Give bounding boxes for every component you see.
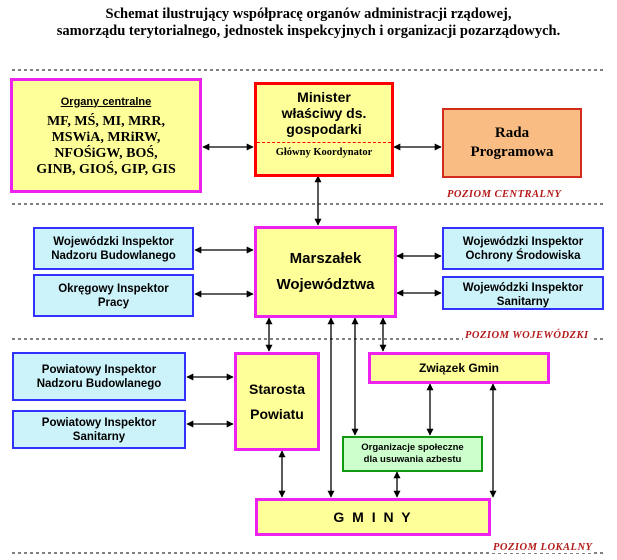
pi-nadzoru-box: Powiatowy Inspektor Nadzoru Budowlanego (12, 352, 186, 401)
minister-line-2: właściwy ds. (281, 105, 367, 121)
wi-nadzoru-box: Wojewódzki Inspektor Nadzoru Budowlanego (33, 227, 194, 270)
wi-sanitarny-box: Wojewódzki Inspektor Sanitarny (442, 276, 604, 310)
title-line-1: Schemat ilustrujący współpracę organów a… (105, 6, 512, 22)
title-line-2: samorządu terytorialnego, jednostek insp… (56, 23, 561, 39)
oi-pracy-line-2: Pracy (97, 296, 130, 309)
starosta-line-1: Starosta (248, 380, 306, 397)
minister-sub: Główny Koordynator (275, 147, 373, 158)
rada-line-1: Rada (494, 125, 530, 141)
pi-sanitarny-line-1: Powiatowy Inspektor (41, 416, 157, 429)
zwiazek-gmin-label: Związek Gmin (418, 361, 500, 375)
oi-pracy-box: Okręgowy Inspektor Pracy (33, 274, 194, 317)
pi-sanitarny-line-2: Sanitarny (72, 430, 126, 443)
starosta-box: Starosta Powiatu (234, 352, 320, 451)
organy-centralne-heading: Organy centralne (60, 95, 152, 108)
wi-nadzoru-line-2: Nadzoru Budowlanego (51, 249, 176, 262)
organizacje-box: Organizacje społeczne dla usuwania azbes… (342, 436, 483, 472)
organy-centralne-box: Organy centralne MF, MŚ, MI, MRR, MSWiA,… (10, 78, 202, 193)
rada-programowa-box: Rada Programowa (442, 108, 582, 178)
wi-sanitarny-line-1: Wojewódzki Inspektor (462, 282, 584, 294)
organy-line-2: MSWiA, MRiRW, (51, 129, 161, 145)
minister-line-3: gospodarki (286, 121, 362, 137)
organizacje-line-2: dla usuwania azbestu (363, 454, 462, 465)
marszalek-line-1: Marszałek (289, 250, 362, 267)
wi-ochrony-line-2: Ochrony Środowiska (465, 249, 581, 262)
wi-sanitarny-line-2: Sanitarny (496, 296, 550, 308)
organy-line-4: GINB, GIOŚ, GIP, GIS (36, 161, 176, 177)
organy-line-1: MF, MŚ, MI, MRR, (46, 113, 166, 129)
marszalek-line-2: Województwa (276, 276, 375, 293)
pi-nadzoru-line-1: Powiatowy Inspektor (41, 363, 157, 376)
zwiazek-gmin-box: Związek Gmin (368, 352, 550, 384)
pi-nadzoru-line-2: Nadzoru Budowlanego (36, 377, 162, 390)
wi-nadzoru-line-1: Wojewódzki Inspektor (53, 235, 174, 248)
wi-ochrony-box: Wojewódzki Inspektor Ochrony Środowiska (442, 227, 604, 270)
diagram-title: Schemat ilustrujący współpracę organów a… (0, 6, 617, 40)
organizacje-line-1: Organizacje społeczne (361, 442, 464, 453)
gminy-label: G M I N Y (333, 509, 413, 525)
oi-pracy-line-1: Okręgowy Inspektor (58, 282, 169, 295)
level-label-wojewodzki: POZIOM WOJEWÓDZKI (463, 330, 591, 341)
minister-line-1: Minister (297, 89, 351, 105)
minister-box: Minister właściwy ds. gospodarki Główny … (254, 82, 394, 177)
organy-line-3: NFOŚiGW, BOŚ, (54, 145, 158, 161)
pi-sanitarny-box: Powiatowy Inspektor Sanitarny (12, 410, 186, 449)
marszalek-box: Marszałek Województwa (254, 226, 397, 318)
level-label-centralny: POZIOM CENTRALNY (447, 189, 562, 200)
gminy-box: G M I N Y (255, 498, 491, 536)
rada-line-2: Programowa (470, 144, 554, 160)
minister-divider (257, 142, 391, 143)
level-label-lokalny: POZIOM LOKALNY (491, 542, 595, 553)
wi-ochrony-line-1: Wojewódzki Inspektor (462, 235, 584, 248)
starosta-line-2: Powiatu (250, 405, 304, 422)
